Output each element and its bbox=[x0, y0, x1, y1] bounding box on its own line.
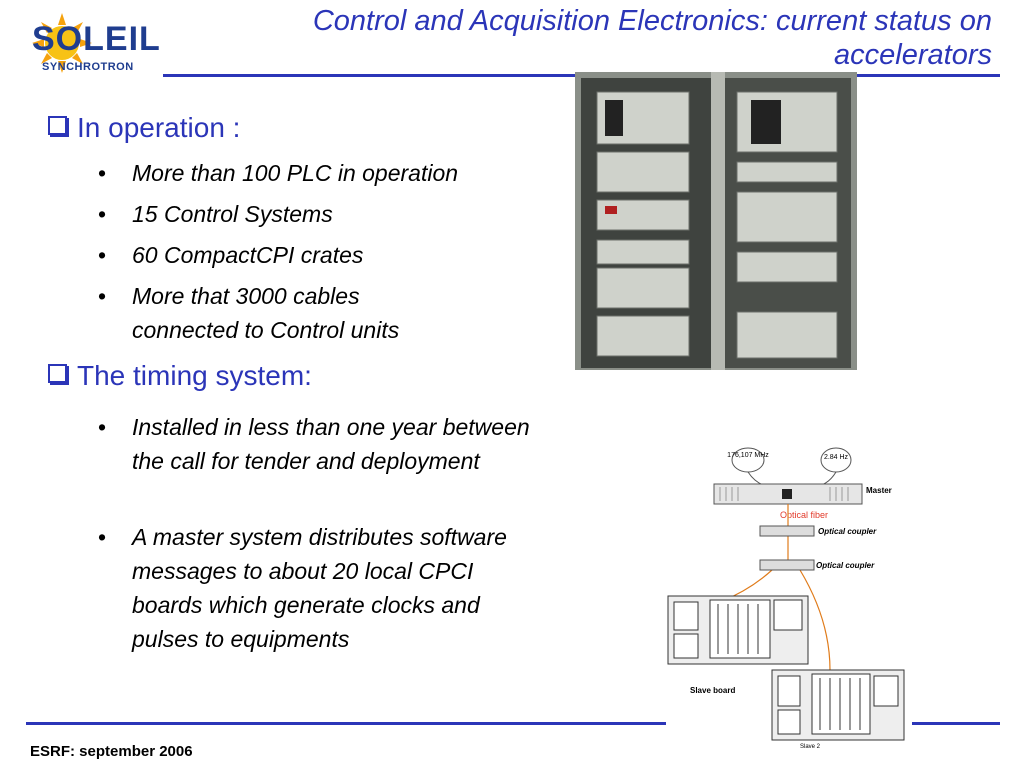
coupler-1-label: Optical coupler bbox=[818, 527, 877, 536]
checkbox-bullet-icon bbox=[48, 116, 67, 135]
list-item: • More that 3000 cables connected to Con… bbox=[98, 279, 458, 347]
clock-1-label: 176,107 MHz bbox=[727, 452, 769, 459]
clock-1-icon bbox=[731, 447, 765, 473]
list-item: • 15 Control Systems bbox=[98, 197, 538, 231]
clock-2-label: 2.84 Hz bbox=[824, 454, 849, 461]
slave-board-label: Slave board bbox=[690, 686, 735, 695]
section-heading-text: The timing system: bbox=[77, 360, 312, 391]
list-item-text: 15 Control Systems bbox=[132, 201, 333, 227]
checkbox-bullet-icon bbox=[48, 364, 67, 383]
list-item: • 60 CompactCPI crates bbox=[98, 238, 538, 272]
footer-rule-left bbox=[26, 722, 666, 725]
bullet-dot-icon: • bbox=[98, 414, 107, 440]
fiber-label: Optical fiber bbox=[780, 510, 828, 520]
section-heading-text: In operation : bbox=[77, 112, 241, 143]
optical-coupler-2 bbox=[759, 559, 815, 571]
list-item: • A master system distributes software m… bbox=[98, 520, 538, 656]
timing-system-diagram: 176,107 MHz 2.84 Hz Master Optical fiber… bbox=[667, 447, 905, 750]
section-heading-timing: The timing system: bbox=[48, 360, 312, 392]
logo-wordmark: SOLEIL bbox=[32, 20, 161, 58]
slave-2-label: Slave 2 bbox=[800, 744, 821, 750]
list-item-text: More that 3000 cables connected to Contr… bbox=[132, 283, 400, 343]
section-heading-in-operation: In operation : bbox=[48, 112, 240, 144]
coupler-2-label: Optical coupler bbox=[816, 561, 875, 570]
list-item: • More than 100 PLC in operation bbox=[98, 156, 538, 190]
list-item-text: A master system distributes software mes… bbox=[132, 524, 507, 652]
soleil-logo: SOLEIL SYNCHROTRON bbox=[14, 8, 164, 78]
list-item-text: Installed in less than one year between … bbox=[132, 414, 530, 474]
list-item: • Installed in less than one year betwee… bbox=[98, 410, 538, 478]
list-item-text: More than 100 PLC in operation bbox=[132, 160, 459, 186]
sun-icon bbox=[32, 13, 92, 73]
rack-photo bbox=[575, 72, 857, 370]
bullet-dot-icon: • bbox=[98, 524, 107, 550]
list-item-text: 60 CompactCPI crates bbox=[132, 242, 364, 268]
footer-text: ESRF: september 2006 bbox=[30, 743, 193, 760]
master-label: Master bbox=[866, 486, 892, 495]
bullet-dot-icon: • bbox=[98, 242, 107, 268]
bullet-dot-icon: • bbox=[98, 201, 107, 227]
footer-rule-right bbox=[912, 722, 1000, 725]
slide-title: Control and Acquisition Electronics: cur… bbox=[312, 5, 992, 71]
bullet-dot-icon: • bbox=[98, 283, 107, 309]
bullet-dot-icon: • bbox=[98, 160, 107, 186]
optical-coupler-1 bbox=[759, 525, 815, 537]
logo-subtitle: SYNCHROTRON bbox=[42, 61, 134, 73]
